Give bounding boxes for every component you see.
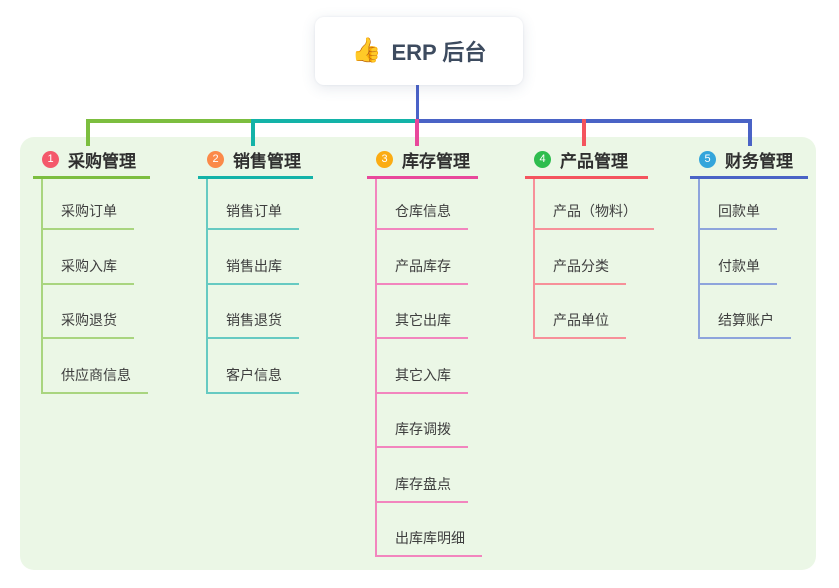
child-node[interactable]: 产品（物料） [535,179,654,230]
branch-children: 销售订单销售出库销售退货客户信息 [206,179,299,394]
root-node-label: ERP 后台 [391,40,487,65]
branch-children: 产品（物料）产品分类产品单位 [533,179,654,339]
branch-node[interactable]: 3 库存管理 [367,146,478,179]
branch-3: 3 库存管理仓库信息产品库存其它出库其它入库库存调拨库存盘点出库库明细 [367,146,482,557]
branch-connector-line [86,119,90,146]
branch-number-badge: 3 [376,151,393,168]
child-node[interactable]: 其它入库 [377,339,468,394]
child-node[interactable]: 产品单位 [535,285,626,339]
branch-connector-line [748,119,752,146]
branch-connector-line [582,119,586,146]
child-node[interactable]: 仓库信息 [377,179,468,230]
branch-node[interactable]: 4 产品管理 [525,146,648,179]
child-node[interactable]: 库存调拨 [377,394,468,448]
child-node[interactable]: 产品分类 [535,230,626,285]
branch-number-badge: 4 [534,151,551,168]
child-node[interactable]: 采购订单 [43,179,134,230]
child-node[interactable]: 供应商信息 [43,339,148,394]
branch-label: 产品管理 [560,152,628,171]
branch-label: 销售管理 [233,152,301,171]
branch-number-badge: 5 [699,151,716,168]
child-node[interactable]: 采购入库 [43,230,134,285]
thumbs-up-icon: 👍 [351,37,382,64]
child-node[interactable]: 销售退货 [208,285,299,339]
branch-5: 5 财务管理回款单付款单结算账户 [690,146,808,339]
root-connector-line [416,85,419,121]
branch-children: 采购订单采购入库采购退货供应商信息 [41,179,148,394]
branch-connector-line [251,119,255,146]
branch-number-badge: 1 [42,151,59,168]
child-node[interactable]: 库存盘点 [377,448,468,503]
branch-label: 采购管理 [68,152,136,171]
branch-node[interactable]: 1 采购管理 [33,146,150,179]
child-node[interactable]: 销售订单 [208,179,299,230]
branch-node[interactable]: 5 财务管理 [690,146,808,179]
branch-connector-line [415,119,419,146]
branch-node[interactable]: 2 销售管理 [198,146,313,179]
child-node[interactable]: 出库库明细 [377,503,482,557]
branch-number-badge: 2 [207,151,224,168]
child-node[interactable]: 回款单 [700,179,777,230]
connector-line-left [86,119,256,123]
branch-label: 库存管理 [402,152,470,171]
child-node[interactable]: 采购退货 [43,285,134,339]
branch-4: 4 产品管理产品（物料）产品分类产品单位 [525,146,654,339]
branch-1: 1 采购管理采购订单采购入库采购退货供应商信息 [33,146,150,394]
child-node[interactable]: 销售出库 [208,230,299,285]
child-node[interactable]: 产品库存 [377,230,468,285]
child-node[interactable]: 其它出库 [377,285,468,339]
branch-children: 仓库信息产品库存其它出库其它入库库存调拨库存盘点出库库明细 [375,179,482,557]
connector-line-mid [251,119,419,123]
child-node[interactable]: 付款单 [700,230,777,285]
canvas-panel [20,137,816,570]
branch-label: 财务管理 [725,152,793,171]
root-node[interactable]: 👍 ERP 后台 [315,17,523,85]
branch-children: 回款单付款单结算账户 [698,179,791,339]
child-node[interactable]: 结算账户 [700,285,791,339]
branch-2: 2 销售管理销售订单销售出库销售退货客户信息 [198,146,313,394]
child-node[interactable]: 客户信息 [208,339,299,394]
